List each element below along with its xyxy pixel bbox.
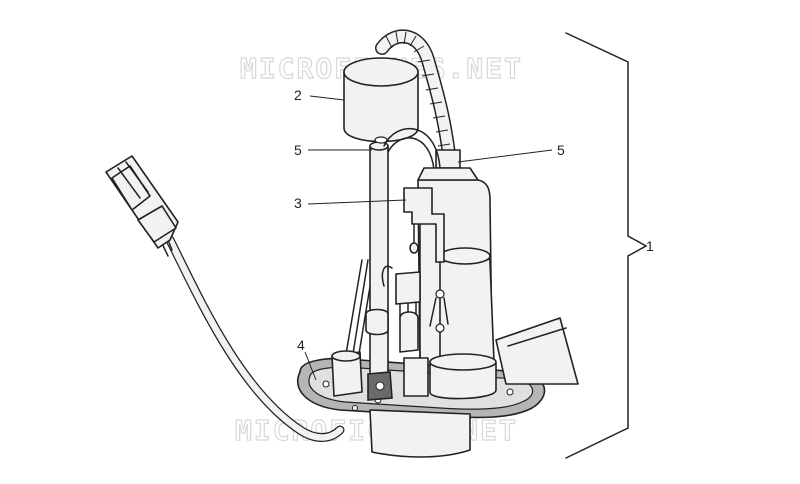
electrical-connector <box>105 155 179 249</box>
assembly-bracket <box>565 32 648 459</box>
leader-3 <box>307 199 407 205</box>
pressure-regulator <box>403 187 445 263</box>
leader-2 <box>309 95 345 101</box>
callout-3: 3 <box>294 195 302 211</box>
leader-4 <box>304 351 317 381</box>
central-tube <box>367 141 393 401</box>
leader-5-right <box>457 149 553 163</box>
callout-1: 1 <box>646 238 654 254</box>
wiring-harness <box>157 231 345 442</box>
callout-5-left: 5 <box>294 142 302 158</box>
support-rods <box>331 259 375 397</box>
callout-4: 4 <box>297 337 305 353</box>
level-sensor <box>365 265 421 353</box>
callout-2: 2 <box>294 87 302 103</box>
corrugated-hose <box>375 29 461 169</box>
float-arm <box>495 317 579 385</box>
pump-wire-b <box>387 137 435 171</box>
fuel-filter <box>343 57 419 144</box>
pump-wire-a <box>383 127 441 169</box>
callout-5-right: 5 <box>557 142 565 158</box>
pump-fittings <box>403 289 449 397</box>
